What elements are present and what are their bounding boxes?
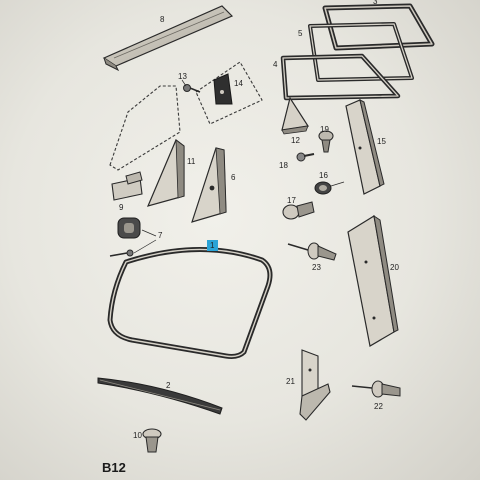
part-5-window-frame xyxy=(308,22,414,82)
part-22-fastener xyxy=(351,380,401,398)
callout-7: 7 xyxy=(158,231,163,240)
callout-6: 6 xyxy=(231,173,236,182)
callout-15: 15 xyxy=(377,137,386,146)
callout-10: 10 xyxy=(133,431,142,440)
part-8-moulding-strip xyxy=(102,5,234,72)
part-3-window-seal xyxy=(322,3,435,51)
part-20-pillar-panel xyxy=(347,214,399,347)
part-15-pillar-trim xyxy=(345,99,385,195)
part-14-triangle-trim xyxy=(213,73,233,105)
callout-21: 21 xyxy=(286,377,295,386)
part-23-stud xyxy=(287,242,337,261)
part-13-screw xyxy=(183,84,201,93)
callout-3: 3 xyxy=(373,0,378,6)
callout-8: 8 xyxy=(160,15,165,24)
callout-14: 14 xyxy=(234,79,243,88)
quarter-glass-outline xyxy=(109,85,181,171)
part-4-door-glass-seal xyxy=(280,53,401,101)
callout-23: 23 xyxy=(312,263,321,272)
highlight-marker xyxy=(207,240,218,251)
page-reference: B12 xyxy=(102,460,126,475)
part-9-clip xyxy=(111,171,143,201)
part-19-button-clip xyxy=(318,130,334,153)
callout-9: 9 xyxy=(119,203,124,212)
part-17-fastener xyxy=(282,201,315,220)
callout-1: 1 xyxy=(210,241,215,250)
callout-19: 19 xyxy=(320,125,329,134)
part-11-trim-panel xyxy=(146,139,185,207)
part-18-screw xyxy=(296,152,315,162)
part-16-grommet xyxy=(314,181,345,195)
part-6-trim-panel xyxy=(191,147,227,223)
callout-17: 17 xyxy=(287,196,296,205)
vent-glass-outline xyxy=(195,61,263,125)
callout-20: 20 xyxy=(390,263,399,272)
callout-12: 12 xyxy=(291,136,300,145)
callout-18: 18 xyxy=(279,161,288,170)
callout-13: 13 xyxy=(178,72,187,81)
callout-11: 11 xyxy=(187,157,196,166)
callout-2: 2 xyxy=(166,381,171,390)
callout-5: 5 xyxy=(298,29,303,38)
part-7-retainer-clip xyxy=(109,217,141,257)
callout-16: 16 xyxy=(319,171,328,180)
callout-22: 22 xyxy=(374,402,383,411)
part-1-windscreen-seal xyxy=(107,247,273,359)
callout-4: 4 xyxy=(273,60,278,69)
part-2-moulding-strip xyxy=(97,377,223,415)
part-10-push-clip xyxy=(142,428,162,453)
part-12-corner-trim xyxy=(281,96,310,135)
part-21-bracket xyxy=(299,349,331,421)
